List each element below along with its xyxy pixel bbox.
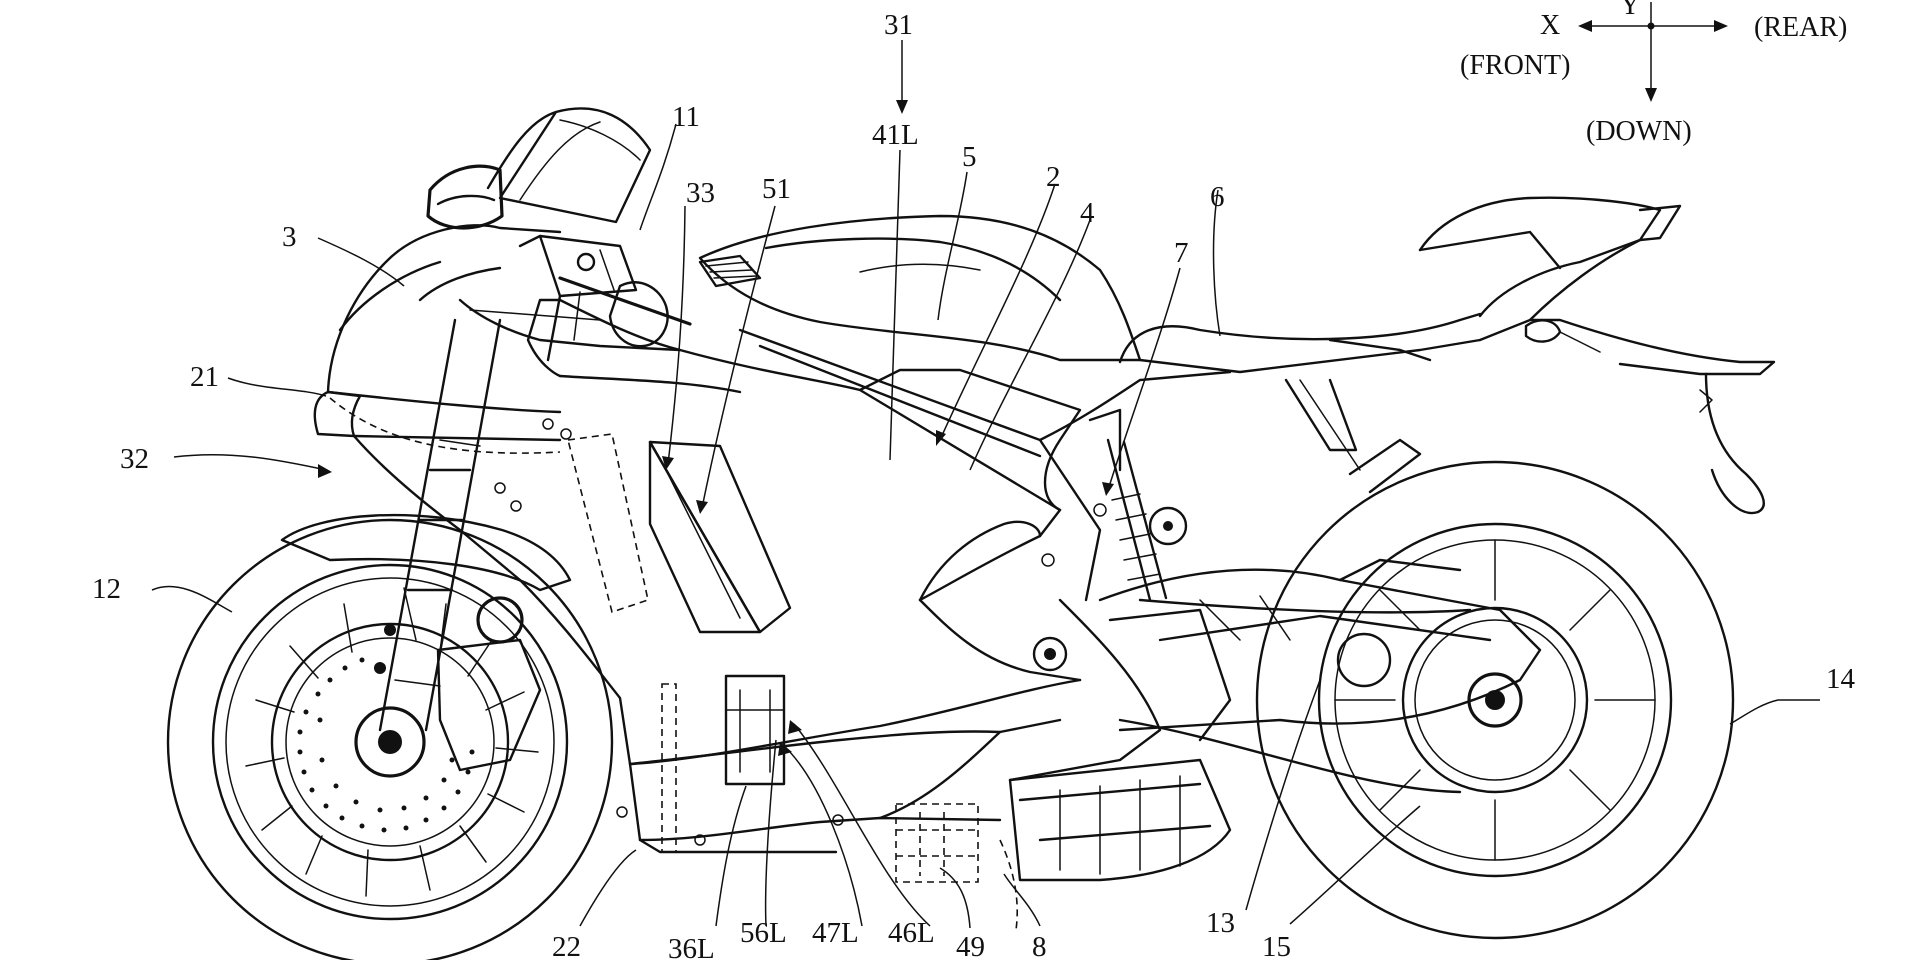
label-51: 51 xyxy=(762,173,791,205)
drive-chain xyxy=(1118,598,1472,794)
front-tire-outer xyxy=(166,518,614,960)
fork-tubes xyxy=(378,318,502,732)
label-14: 14 xyxy=(1826,663,1856,695)
rear-wheel-spokes xyxy=(1334,539,1656,861)
front-wheel xyxy=(166,518,614,960)
rear-label: (REAR) xyxy=(1754,12,1847,43)
label-12: 12 xyxy=(92,573,121,605)
front-fender xyxy=(280,513,572,592)
label-41L: 41L xyxy=(872,119,919,151)
rear-axle xyxy=(1485,690,1505,710)
frame xyxy=(738,328,1232,672)
mirror xyxy=(426,164,504,230)
handlebar xyxy=(518,234,692,362)
label-8: 8 xyxy=(1032,931,1047,960)
label-7: 7 xyxy=(1174,237,1189,269)
front-label: (FRONT) xyxy=(1460,50,1570,81)
front-axle xyxy=(378,730,402,754)
label-47L: 47L xyxy=(812,917,859,949)
front-brake-disc-inner xyxy=(285,637,495,847)
rear-wheel xyxy=(1255,460,1735,940)
label-33: 33 xyxy=(686,177,715,209)
label-56L: 56L xyxy=(740,917,787,949)
x-axis-label: X xyxy=(1540,10,1560,41)
label-36L: 36L xyxy=(668,933,715,960)
label-31: 31 xyxy=(884,9,913,41)
label-3: 3 xyxy=(282,221,297,253)
front-brake-caliper xyxy=(436,638,542,772)
rear-rim-outer xyxy=(1317,522,1673,878)
axis-legend: X Y (FRONT) (REAR) (DOWN) xyxy=(1460,0,1847,147)
rear-hub xyxy=(1467,672,1523,728)
leader-lines xyxy=(151,40,1820,929)
side-fairing xyxy=(352,298,1082,766)
front-rim-outer xyxy=(211,563,569,921)
fairing-rivets xyxy=(494,418,1107,846)
front-hub xyxy=(354,706,426,778)
windscreen xyxy=(486,107,652,224)
front-rim-inner xyxy=(225,577,555,907)
label-13: 13 xyxy=(1206,907,1235,939)
label-4: 4 xyxy=(1080,197,1095,229)
down-label: (DOWN) xyxy=(1586,116,1692,147)
hidden-lines xyxy=(329,397,1019,931)
fuel-tank xyxy=(698,214,1142,362)
seat-and-tail xyxy=(1118,196,1682,374)
label-21: 21 xyxy=(190,361,219,393)
axis-origin xyxy=(1647,22,1655,30)
fork-bottom-bolt xyxy=(476,596,524,644)
label-6: 6 xyxy=(1210,181,1225,213)
label-32: 32 xyxy=(120,443,149,475)
rear-tire-outer xyxy=(1255,460,1735,940)
swingarm xyxy=(1098,558,1542,732)
front-fairing xyxy=(313,224,562,442)
air-intake-grille xyxy=(698,254,762,288)
engine-block xyxy=(1008,598,1232,882)
reference-labels: 31 41L 11 5 2 4 33 51 6 3 7 21 32 12 14 … xyxy=(92,9,1856,960)
label-5: 5 xyxy=(962,141,977,173)
inner-cowl xyxy=(458,298,742,394)
label-2: 2 xyxy=(1046,161,1061,193)
lower-fairing xyxy=(628,718,1062,854)
label-15: 15 xyxy=(1262,931,1291,960)
side-vent-upper xyxy=(648,440,792,634)
label-46L: 46L xyxy=(888,917,935,949)
label-49: 49 xyxy=(956,931,985,960)
down-arrowhead xyxy=(1645,88,1657,102)
rear-sprocket xyxy=(1401,606,1589,794)
label-11: 11 xyxy=(672,101,700,133)
label-22: 22 xyxy=(552,931,581,960)
brake-disc-holes xyxy=(297,657,475,833)
rear-subframe xyxy=(1284,378,1422,494)
front-fork xyxy=(374,318,502,732)
side-vent-lower xyxy=(724,674,786,786)
rear-fender-plate-holder xyxy=(1524,318,1776,515)
front-arrowhead xyxy=(1578,20,1592,32)
rear-arrowhead xyxy=(1714,20,1728,32)
y-axis-label: Y xyxy=(1620,0,1640,21)
